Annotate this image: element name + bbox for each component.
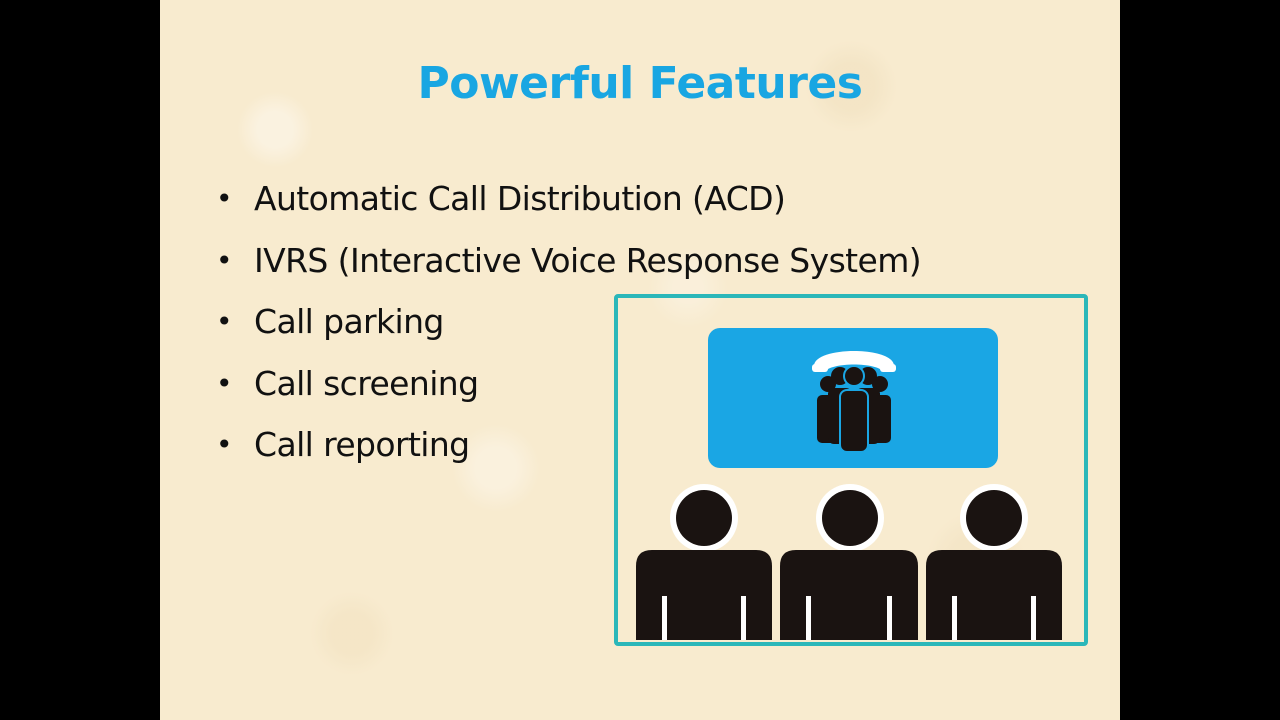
agent-group-icon — [817, 365, 891, 453]
bullet-icon: • — [216, 182, 233, 215]
call-center-agents-icon — [614, 294, 1088, 646]
agent-figure-center — [780, 484, 918, 640]
letterbox-left — [0, 0, 160, 720]
bullet-icon: • — [216, 305, 233, 338]
phone-icon — [812, 351, 896, 372]
list-item-text: IVRS (Interactive Voice Response System) — [254, 240, 922, 280]
letterbox-right — [1120, 0, 1280, 720]
list-item-text: Automatic Call Distribution (ACD) — [254, 179, 786, 218]
presentation-slide: Powerful Features • Automatic Call Distr… — [160, 0, 1120, 720]
bullet-icon: • — [216, 366, 233, 400]
list-item-text: Call reporting — [254, 425, 470, 464]
agent-figure-right — [926, 484, 1062, 640]
list-item-text: Call screening — [254, 363, 479, 403]
illustration-frame — [614, 294, 1088, 646]
bullet-icon: • — [216, 428, 233, 461]
slide-title: Powerful Features — [417, 58, 863, 109]
bullet-icon: • — [216, 243, 233, 277]
agent-figure-left — [636, 484, 772, 640]
list-item-text: Call parking — [254, 302, 444, 341]
